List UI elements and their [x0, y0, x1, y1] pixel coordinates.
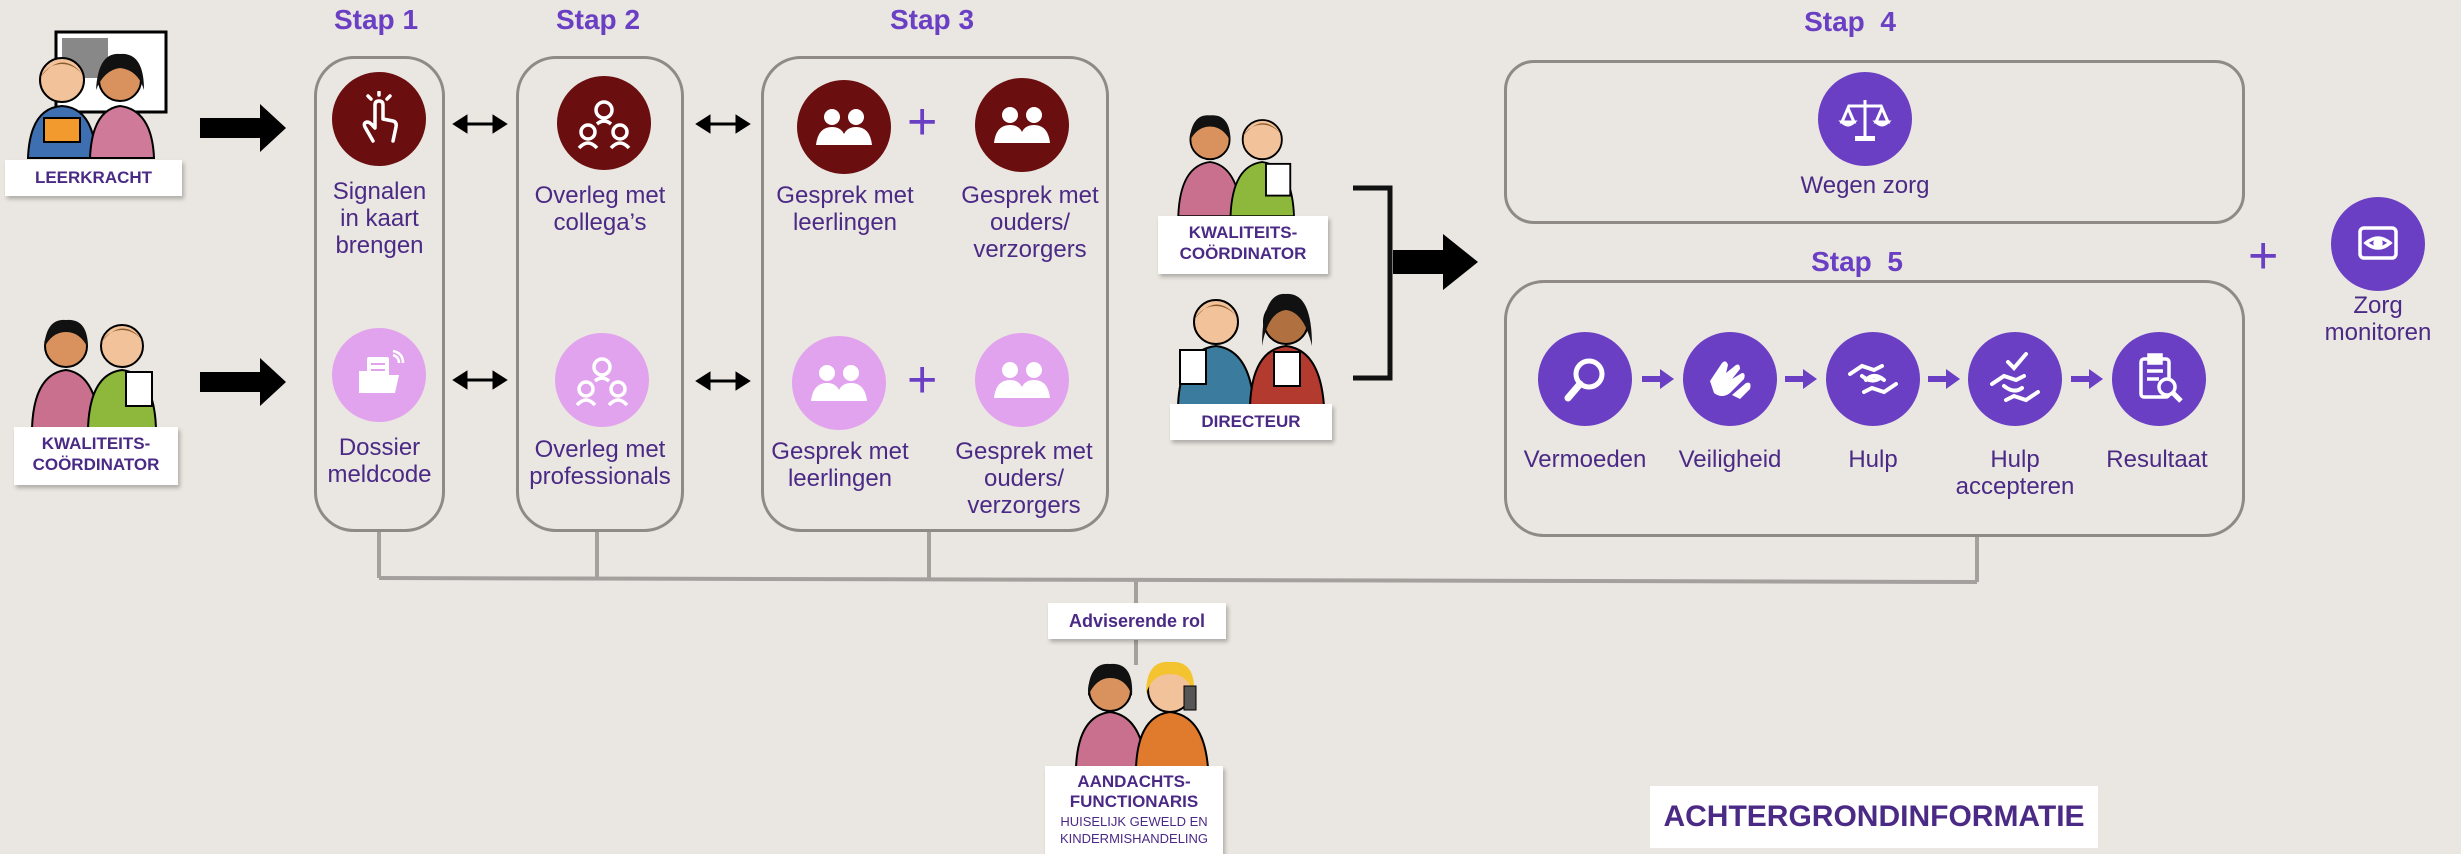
caption-line: monitoren: [2324, 319, 2432, 346]
caption-hulp-accepteren: Hulp accepteren: [1940, 446, 2090, 500]
clipboard-search-icon: [2112, 332, 2206, 426]
role-tag-leerkracht: LEERKRACHT: [5, 160, 182, 196]
caption-line: collega’s: [553, 209, 647, 236]
group-people-icon: [792, 336, 886, 430]
caption-line: Gesprek met: [771, 438, 909, 465]
coordinators-icon: [1168, 106, 1308, 218]
caption-line: Dossier: [338, 434, 421, 461]
scales-icon: [1818, 72, 1912, 166]
plus-sign: +: [2248, 227, 2279, 285]
achtergrondinformatie-button[interactable]: ACHTERGRONDINFORMATIE: [1650, 786, 2098, 848]
caption-line: professionals: [529, 463, 671, 490]
caption-line: leerlingen: [787, 465, 893, 492]
role-tag-kwaliteitscoordinator-left: KWALITEITS- COÖRDINATOR: [14, 427, 178, 485]
caption-line: Zorg: [2353, 292, 2403, 319]
role-tag-directeur: DIRECTEUR: [1170, 404, 1332, 440]
step-2-label: Stap 2: [555, 4, 641, 35]
caption-resultaat: Resultaat: [2106, 446, 2208, 473]
group-people-icon: [975, 78, 1069, 172]
adviserende-rol-tag: Adviserende rol: [1048, 603, 1226, 639]
step-5-label: Stap 5: [1811, 246, 1903, 277]
caption-line: Signalen: [332, 178, 427, 205]
role-line: FUNCTIONARIS: [1069, 792, 1199, 811]
group-people-icon: [797, 80, 891, 174]
role-subline: KINDERMISHANDELING: [1059, 831, 1209, 846]
caption-overleg-professionals: Overleg met professionals: [516, 436, 684, 490]
plus-sign: +: [907, 351, 938, 409]
role-line: KWALITEITS-: [1188, 223, 1298, 242]
caption-line: verzorgers: [967, 492, 1081, 519]
group-people-icon: [975, 333, 1069, 427]
role-line: KWALITEITS-: [41, 434, 151, 453]
caption-line: Hulp: [1990, 446, 2040, 473]
caption-veiligheid: Veiligheid: [1678, 446, 1782, 473]
step-5-box: [1504, 280, 2245, 537]
caption-line: brengen: [335, 232, 424, 259]
directors-icon: [1166, 286, 1334, 407]
hand-check-icon: [1968, 332, 2062, 426]
role-line: COÖRDINATOR: [32, 455, 160, 474]
caption-gesprek-leerlingen-top: Gesprek met leerlingen: [765, 182, 925, 236]
role-tag-aandachtsfunctionaris: AANDACHTS- FUNCTIONARIS HUISELIJK GEWELD…: [1045, 766, 1223, 854]
role-tag-kwaliteitscoordinator-right: KWALITEITS- COÖRDINATOR: [1158, 216, 1328, 274]
caption-gesprek-leerlingen-bottom: Gesprek met leerlingen: [760, 438, 920, 492]
caption-line: Gesprek met: [955, 438, 1093, 465]
step-4-box: [1504, 60, 2245, 224]
role-subline: HUISELIJK GEWELD EN: [1060, 814, 1208, 829]
protecting-hands-icon: [1683, 332, 1777, 426]
caption-line: Overleg met: [534, 182, 666, 209]
caption-line: meldcode: [327, 461, 432, 488]
caption-dossier: Dossier meldcode: [314, 434, 445, 488]
caption-zorg-monitoren: Zorg monitoren: [2298, 292, 2458, 346]
caption-vermoeden: Vermoeden: [1523, 446, 1647, 473]
teachers-icon: [20, 30, 170, 160]
step-2-box: [516, 56, 684, 532]
pointer-hand-icon: [332, 72, 426, 166]
coordinators-icon: [26, 310, 166, 430]
caption-line: ouders/: [983, 465, 1065, 492]
caption-line: leerlingen: [792, 209, 898, 236]
team-meeting-icon: [555, 333, 649, 427]
caption-overleg-collegas: Overleg met collega’s: [516, 182, 684, 236]
step-4-label: Stap 4: [1804, 6, 1896, 37]
caption-signalen: Signalen in kaart brengen: [314, 178, 445, 259]
role-line: AANDACHTS-: [1077, 772, 1191, 791]
step-3-box: [761, 56, 1109, 532]
caption-hulp: Hulp: [1848, 446, 1898, 473]
plus-sign: +: [907, 93, 938, 151]
caption-gesprek-ouders-top: Gesprek met ouders/ verzorgers: [950, 182, 1110, 263]
caption-line: Overleg met: [534, 436, 666, 463]
caption-line: ouders/: [989, 209, 1071, 236]
caption-line: Gesprek met: [961, 182, 1099, 209]
caption-gesprek-ouders-bottom: Gesprek met ouders/ verzorgers: [944, 438, 1104, 519]
eye-monitor-icon: [2331, 197, 2425, 291]
caption-line: in kaart: [340, 205, 419, 232]
step-3-label: Stap 3: [889, 4, 975, 35]
role-line: COÖRDINATOR: [1179, 244, 1307, 263]
step-1-label: Stap 1: [333, 4, 419, 35]
folder-document-icon: [332, 328, 426, 422]
magnifier-icon: [1538, 332, 1632, 426]
caption-wegen-zorg: Wegen zorg: [1800, 172, 1930, 199]
caption-line: Gesprek met: [776, 182, 914, 209]
team-meeting-icon: [557, 76, 651, 170]
step-1-box: [314, 56, 445, 532]
handshake-icon: [1826, 332, 1920, 426]
advisors-icon: [1068, 656, 1214, 769]
caption-line: accepteren: [1955, 473, 2075, 500]
caption-line: verzorgers: [973, 236, 1087, 263]
